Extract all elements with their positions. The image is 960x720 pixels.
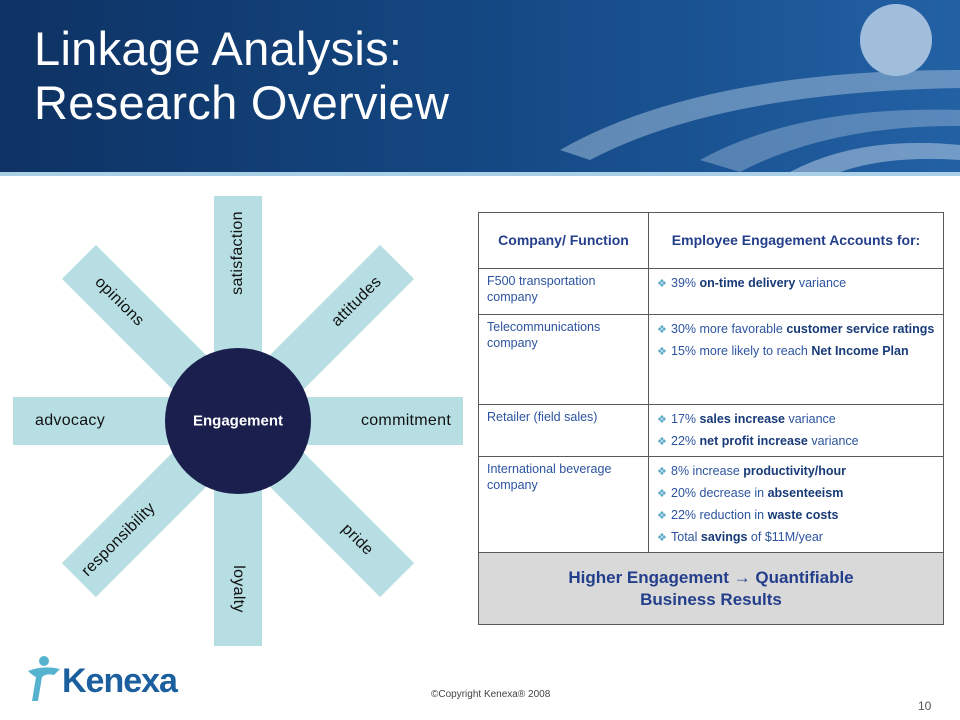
impact-cell: ❖17% sales increase variance ❖22% net pro… bbox=[648, 404, 944, 457]
diamond-bullet-icon: ❖ bbox=[657, 278, 667, 290]
header-divider bbox=[0, 172, 960, 176]
results-table: Company/ Function Employee Engagement Ac… bbox=[478, 212, 944, 625]
diamond-bullet-icon: ❖ bbox=[657, 532, 667, 544]
diamond-bullet-icon: ❖ bbox=[657, 324, 667, 336]
spoke-label-satisfaction: satisfaction bbox=[229, 211, 246, 295]
engagement-hub-label: Engagement bbox=[192, 412, 284, 430]
company-cell: International beverage company bbox=[478, 456, 649, 553]
header-decoration bbox=[560, 4, 960, 172]
spoke-label-advocacy: advocacy bbox=[35, 412, 105, 429]
kenexa-logo-text: Kenexa bbox=[62, 662, 178, 700]
impact-item: ❖22% net profit increase variance bbox=[657, 434, 859, 448]
summary-text-line2: Business Results bbox=[640, 589, 782, 609]
kenexa-logo-icon bbox=[28, 656, 60, 701]
impact-cell: ❖30% more favorable customer service rat… bbox=[648, 314, 944, 405]
company-cell: F500 transportation company bbox=[478, 268, 649, 315]
header-engagement: Employee Engagement Accounts for: bbox=[648, 212, 944, 269]
arrow-right-icon: → bbox=[733, 567, 751, 587]
table-row: F500 transportation company ❖39% on-time… bbox=[478, 268, 944, 315]
copyright-notice: ©Copyright Kenexa® 2008 bbox=[431, 689, 551, 700]
diamond-bullet-icon: ❖ bbox=[657, 414, 667, 426]
impact-item: ❖17% sales increase variance bbox=[657, 412, 836, 426]
impact-item: ❖8% increase productivity/hour bbox=[657, 464, 847, 478]
impact-cell: ❖8% increase productivity/hour ❖20% decre… bbox=[648, 456, 944, 553]
impact-item: ❖20% decrease in absenteeism bbox=[657, 486, 844, 500]
impact-cell: ❖39% on-time delivery variance bbox=[648, 268, 944, 315]
table-header-row: Company/ Function Employee Engagement Ac… bbox=[478, 212, 944, 269]
table-row: Telecommunications company ❖30% more fav… bbox=[478, 314, 944, 405]
table-row: Retailer (field sales) ❖17% sales increa… bbox=[478, 404, 944, 457]
impact-item: ❖15% more likely to reach Net Income Pla… bbox=[657, 344, 909, 358]
table-row: International beverage company ❖8% incre… bbox=[478, 456, 944, 553]
diamond-bullet-icon: ❖ bbox=[657, 436, 667, 448]
company-cell: Telecommunications company bbox=[478, 314, 649, 405]
engagement-diagram bbox=[13, 196, 463, 646]
impact-item: ❖39% on-time delivery variance bbox=[657, 276, 847, 290]
header-banner: Linkage Analysis: Research Overview bbox=[0, 0, 960, 172]
diamond-bullet-icon: ❖ bbox=[657, 510, 667, 522]
page-number: 10 bbox=[918, 699, 932, 713]
diamond-bullet-icon: ❖ bbox=[657, 346, 667, 358]
spoke-label-commitment: commitment bbox=[360, 412, 452, 429]
engagement-hub bbox=[165, 348, 311, 494]
summary-text-start: Higher Engagement bbox=[568, 567, 734, 587]
spoke-label-loyalty: loyalty bbox=[230, 565, 247, 613]
diamond-bullet-icon: ❖ bbox=[657, 488, 667, 500]
impact-item: ❖Total savings of $11M/year bbox=[657, 530, 823, 544]
diamond-bullet-icon: ❖ bbox=[657, 466, 667, 478]
impact-item: ❖22% reduction in waste costs bbox=[657, 508, 839, 522]
company-cell: Retailer (field sales) bbox=[478, 404, 649, 457]
title-line-2: Research Overview bbox=[34, 76, 450, 129]
summary-row: Higher Engagement → Quantifiable Busines… bbox=[478, 552, 944, 625]
slide-title: Linkage Analysis: Research Overview bbox=[34, 22, 449, 130]
header-company: Company/ Function bbox=[478, 212, 649, 269]
summary-cell: Higher Engagement → Quantifiable Busines… bbox=[478, 552, 944, 625]
impact-item: ❖30% more favorable customer service rat… bbox=[657, 322, 935, 336]
summary-text-end: Quantifiable bbox=[750, 567, 854, 587]
title-line-1: Linkage Analysis: bbox=[34, 22, 403, 75]
